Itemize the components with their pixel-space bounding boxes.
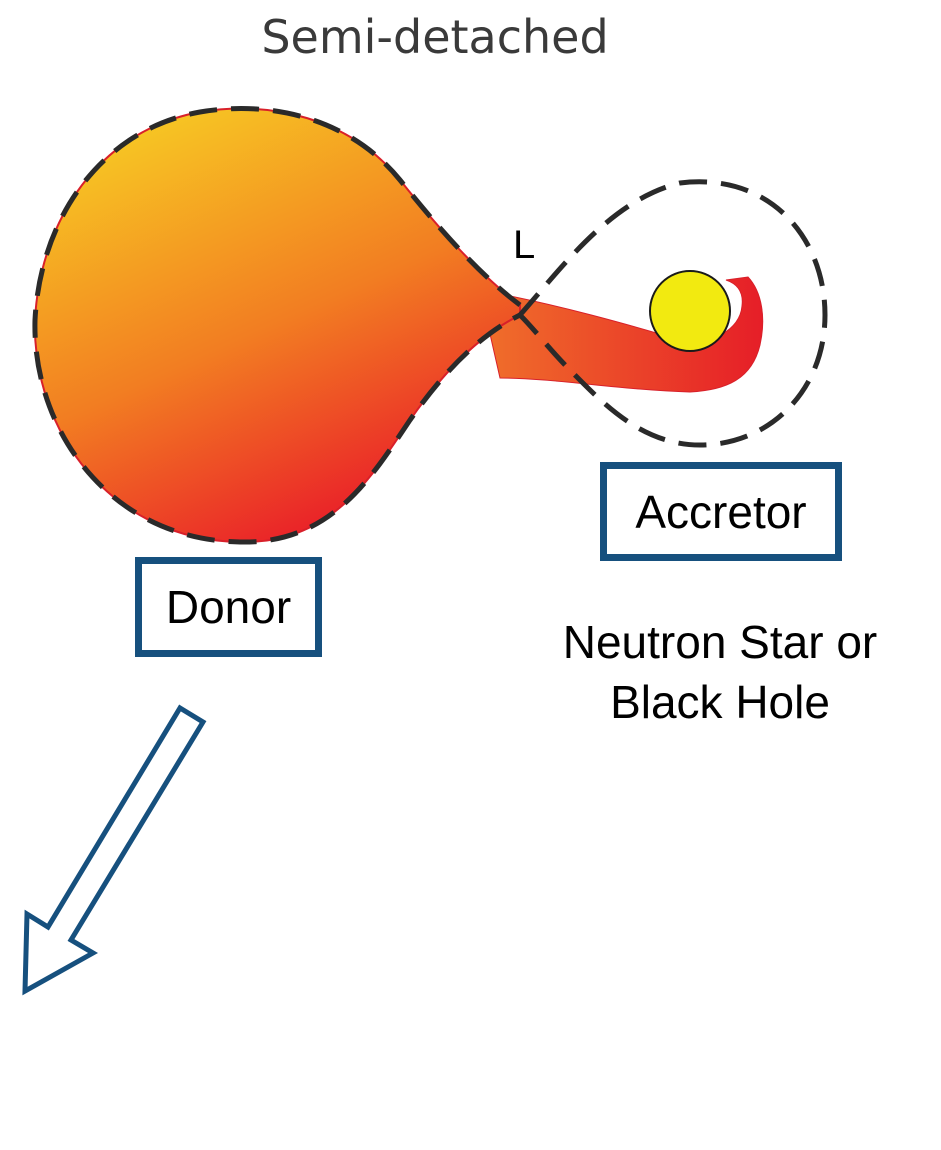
lagrange-point-label: L [513, 223, 535, 268]
accretor-type-line-1: Neutron Star or [520, 612, 920, 672]
donor-label: Donor [135, 557, 322, 657]
accretor-type-line-2: Black Hole [520, 672, 920, 732]
arrow-icon [25, 708, 203, 991]
donor-star [35, 109, 520, 543]
accretor-type-caption: Neutron Star or Black Hole [520, 612, 920, 732]
accretor-star [650, 271, 730, 351]
accretor-label: Accretor [600, 462, 842, 561]
